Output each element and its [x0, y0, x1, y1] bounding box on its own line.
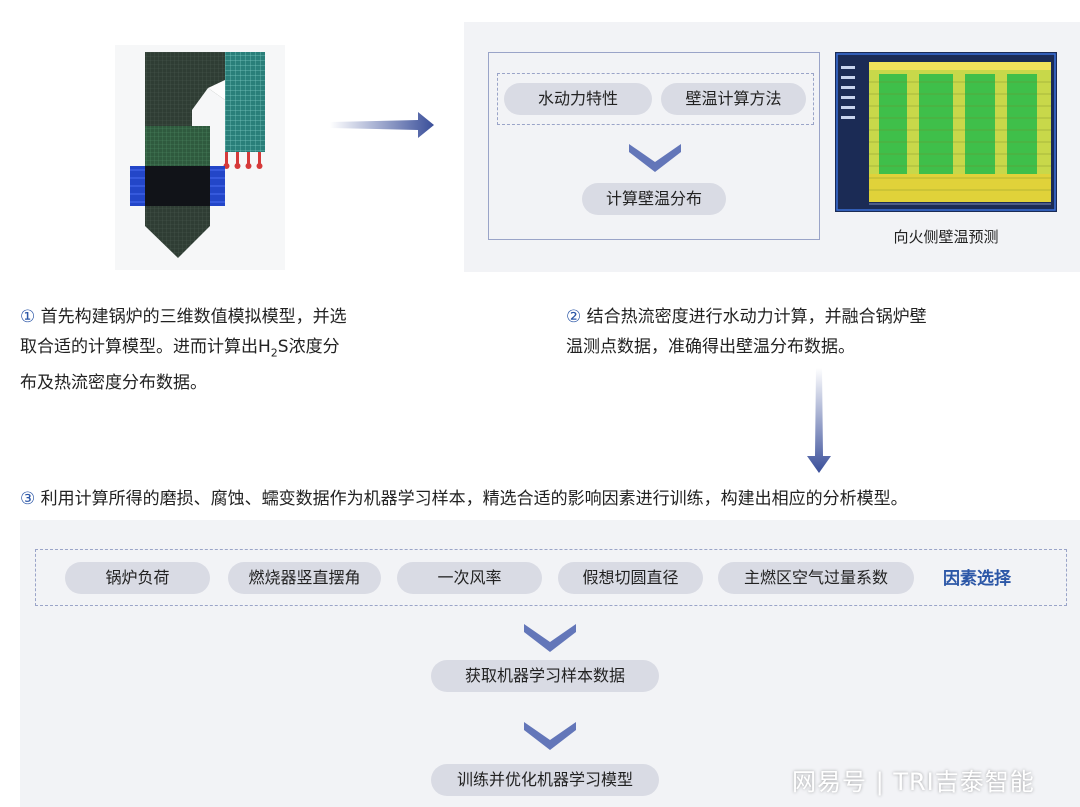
- step-2-description: ② 结合热流密度进行水动力计算，并融合锅炉壁 温测点数据，准确得出壁温分布数据。: [566, 302, 1006, 362]
- method-pill: 水动力特性: [504, 83, 652, 115]
- step-1-line-3: 布及热流密度分布数据。: [20, 373, 207, 394]
- step-1-description: ① 首先构建锅炉的三维数值模拟模型，并选 取合适的计算模型。进而计算出H2S浓度…: [20, 302, 420, 398]
- factor-pill: 一次风率: [397, 562, 542, 594]
- stage-pill-sample-data: 获取机器学习样本数据: [431, 660, 659, 692]
- boiler-model-image: [115, 45, 285, 270]
- chevron-down-icon: [524, 624, 576, 652]
- step-1-number: ①: [20, 307, 36, 327]
- step-2-line-2: 温测点数据，准确得出壁温分布数据。: [566, 337, 855, 357]
- step-2-number: ②: [566, 307, 582, 327]
- watermark: 网易号 | TRI吉泰智能: [792, 768, 1035, 796]
- step-3-number: ③: [20, 489, 36, 509]
- right-arrow-icon: [330, 112, 434, 138]
- method-group: [497, 73, 814, 125]
- step-1-line-2a: 取合适的计算模型。进而计算出H: [20, 337, 271, 357]
- result-pill: 计算壁温分布: [582, 183, 726, 215]
- step-1-line-1: 首先构建锅炉的三维数值模拟模型，并选: [40, 307, 347, 327]
- step-1-subscript: 2: [270, 346, 278, 360]
- stage-pill-train-model: 训练并优化机器学习模型: [431, 764, 659, 796]
- chevron-down-icon: [629, 144, 681, 172]
- heatmap-caption: 向火侧壁温预测: [893, 228, 999, 246]
- step-3-text: 利用计算所得的磨损、腐蚀、蠕变数据作为机器学习样本，精选合适的影响因素进行训练，…: [40, 489, 908, 509]
- method-pill: 壁温计算方法: [661, 83, 806, 115]
- step-1-line-2b: S浓度分: [277, 337, 340, 357]
- factor-pill: 假想切圆直径: [558, 562, 703, 594]
- factor-pill: 锅炉负荷: [65, 562, 210, 594]
- down-arrow-icon: [807, 368, 831, 473]
- factor-pill: 主燃区空气过量系数: [718, 562, 914, 594]
- chevron-down-icon: [524, 722, 576, 750]
- wall-temperature-heatmap: [835, 52, 1057, 212]
- step-3-description: ③ 利用计算所得的磨损、腐蚀、蠕变数据作为机器学习样本，精选合适的影响因素进行训…: [20, 484, 1080, 514]
- factor-selection-label: 因素选择: [943, 569, 1011, 589]
- factor-selection-group: [35, 549, 1067, 606]
- factor-pill: 燃烧器竖直摆角: [228, 562, 381, 594]
- step-2-line-1: 结合热流密度进行水动力计算，并融合锅炉壁: [586, 307, 927, 327]
